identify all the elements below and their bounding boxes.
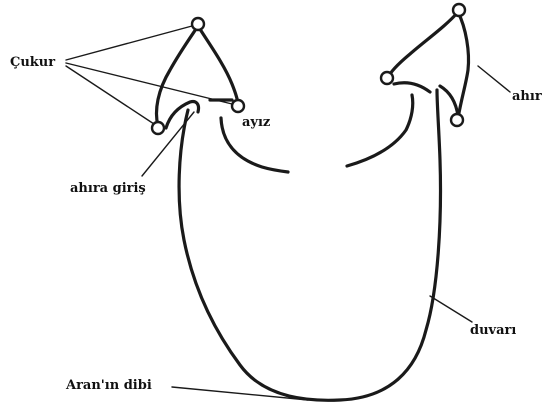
- label-bottom: Aran'ın dibi: [65, 378, 152, 393]
- pit-right-bottom: [451, 114, 463, 126]
- leader-pit-1: [66, 26, 192, 60]
- right-barn: [388, 12, 469, 118]
- right-barn-entrance-lip: [394, 83, 458, 116]
- leader-barn: [478, 66, 510, 92]
- label-wall: duvarı: [470, 323, 516, 338]
- label-barn-entrance: ahıra giriş: [70, 181, 146, 196]
- pit-left-mouth: [232, 100, 244, 112]
- leader-bottom: [172, 387, 308, 400]
- label-mouth: ayız: [242, 115, 270, 130]
- leader-wall: [430, 296, 472, 322]
- pit-top-right: [453, 4, 465, 16]
- leader-pit-2: [66, 63, 232, 104]
- pit-top-left: [192, 18, 204, 30]
- pit-right-mouth: [381, 72, 393, 84]
- inner-wall-right: [347, 95, 413, 166]
- left-barn-entrance-lip: [166, 101, 199, 128]
- leader-pit-3: [66, 66, 154, 124]
- label-barn: ahır: [512, 89, 542, 104]
- label-pit: Çukur: [10, 55, 55, 70]
